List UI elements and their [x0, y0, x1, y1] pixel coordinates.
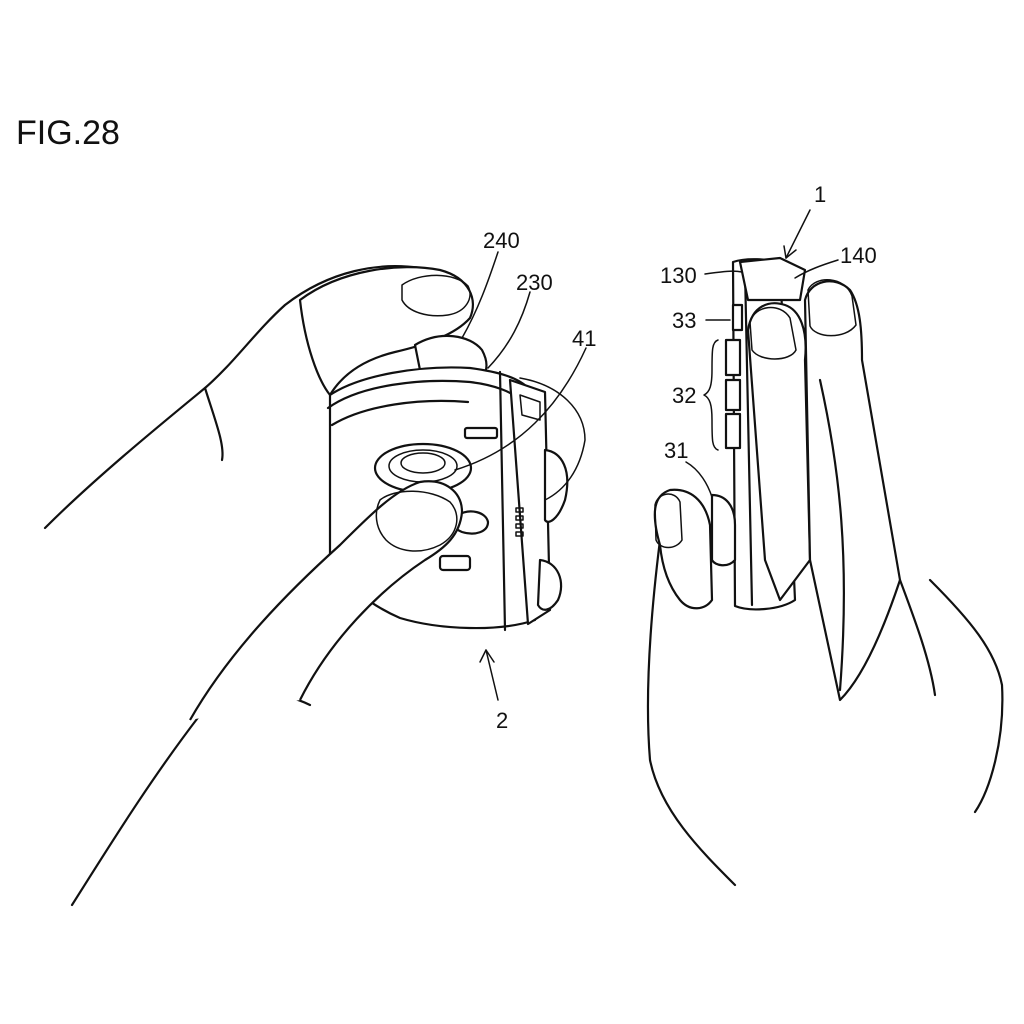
controller-2-sr-button: [536, 558, 563, 611]
right-middle-nail: [807, 278, 857, 337]
left-hand-upper-outline: [43, 265, 422, 530]
controller-2-sl-button: [543, 448, 569, 523]
controller-1-button-31: [710, 493, 737, 567]
arrow-2-head: [479, 649, 495, 663]
controller-1-button-33: [731, 303, 744, 332]
label-240: 240: [483, 228, 520, 253]
controller-2-top-groove-2: [330, 399, 470, 427]
controller-1-button-32a: [724, 338, 742, 377]
leader-41: [454, 347, 587, 471]
controller-1-top-housing: [738, 256, 807, 302]
controller-2-player-leds: [515, 507, 524, 537]
controller-1-rail-line: [743, 268, 754, 607]
label-2: 2: [496, 708, 508, 733]
label-41: 41: [572, 326, 596, 351]
label-33: 33: [672, 308, 696, 333]
label-230: 230: [516, 270, 553, 295]
arrow-1-shaft: [785, 209, 811, 259]
bracket-32: [703, 339, 719, 451]
analog-stick-top: [400, 452, 446, 474]
leader-130: [704, 270, 743, 275]
controller-2-capture-button: [438, 554, 472, 572]
right-hand-with-controller-1: [646, 256, 1004, 887]
figure-title: FIG.28: [16, 114, 120, 152]
left-thumb-nail: [375, 490, 458, 552]
label-1: 1: [814, 182, 826, 207]
leader-240: [461, 251, 499, 339]
label-140: 140: [840, 243, 877, 268]
right-palm-crease: [898, 578, 937, 697]
right-thumb: [653, 488, 714, 610]
right-index-nail: [749, 306, 797, 360]
right-thumb-nail: [654, 493, 683, 549]
leader-lines: [454, 209, 839, 701]
label-130: 130: [660, 263, 697, 288]
left-thumb: [189, 480, 464, 721]
controller-2-top-groove: [326, 379, 522, 410]
left-hand-lower-outline: [70, 693, 312, 907]
controller-1-button-32b: [724, 378, 742, 412]
label-31: 31: [664, 438, 688, 463]
controller-2-housing-curve: [519, 377, 586, 501]
leader-31: [685, 461, 713, 498]
right-hand-left-outline: [646, 538, 737, 887]
leader-230: [487, 291, 531, 369]
controller-2-side-rail: [498, 370, 507, 632]
controller-1-button-32c: [724, 412, 742, 450]
right-middle-finger: [803, 280, 902, 702]
right-ring-finger-line: [818, 378, 846, 692]
left-index-nail: [401, 274, 471, 317]
arrow-1-head: [783, 245, 797, 259]
leader-140: [794, 259, 839, 279]
label-32: 32: [672, 383, 696, 408]
controller-2-minus-button: [463, 426, 499, 440]
left-hand-with-controller-2: [43, 265, 586, 907]
arrow-2-shaft: [485, 649, 499, 701]
right-hand-right-outline: [928, 578, 1004, 814]
left-wrist-line: [203, 386, 224, 462]
controller-2-rail-slot: [519, 394, 541, 421]
right-index-finger: [746, 302, 812, 602]
